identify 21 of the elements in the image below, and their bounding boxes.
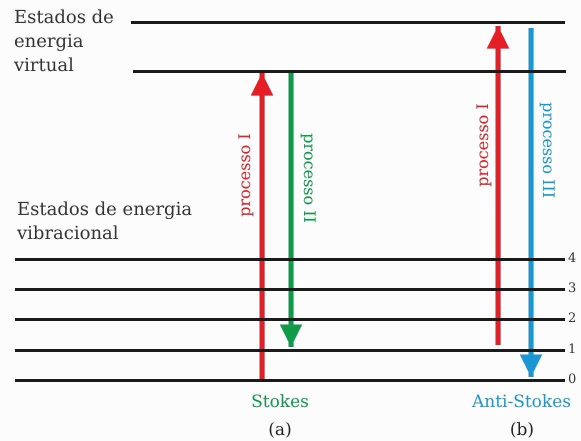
energy-level-line: [131, 21, 565, 24]
level-number: 4: [568, 250, 576, 268]
caption-label: Anti-Stokes: [470, 391, 572, 414]
transition-arrow: [280, 73, 302, 347]
stack-label: Estados de energia virtual: [14, 6, 115, 78]
level-number: 3: [568, 280, 576, 298]
panel-label: (a): [267, 419, 293, 441]
edge-label: processo I: [474, 103, 492, 187]
level-number: 1: [568, 341, 576, 359]
edge-label: processo III: [539, 102, 557, 198]
transition-arrow: [250, 73, 274, 379]
edge-label: processo I: [236, 133, 254, 217]
transition-arrow: [520, 28, 542, 377]
panel-label: (b): [508, 419, 536, 441]
energy-level-line: [133, 70, 566, 73]
edge-label: processo II: [300, 133, 318, 223]
level-number: 0: [568, 371, 576, 389]
stack-label: Estados de energia vibracional: [17, 198, 194, 246]
caption-label: Stokes: [250, 391, 310, 414]
transition-arrow: [486, 26, 510, 345]
level-number: 2: [568, 310, 576, 328]
